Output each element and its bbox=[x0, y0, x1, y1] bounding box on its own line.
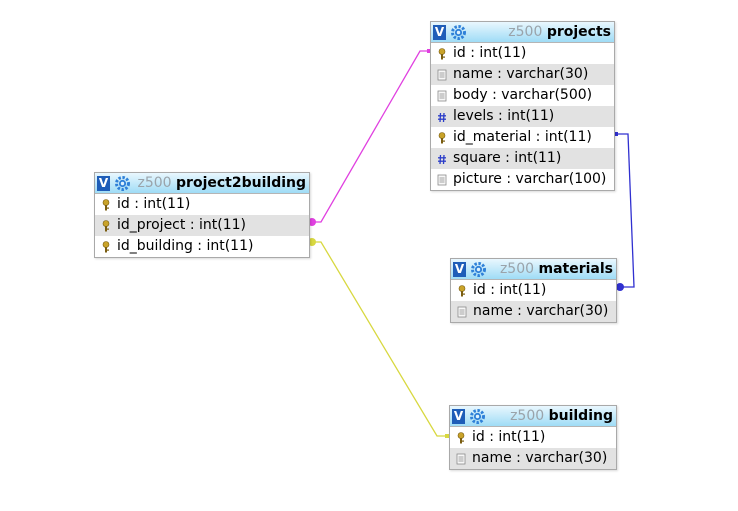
text-field-icon bbox=[437, 90, 447, 102]
relation-line-building bbox=[312, 241, 449, 437]
key-icon bbox=[101, 220, 111, 232]
field-row[interactable]: levels : int(11) bbox=[431, 106, 614, 127]
field-row[interactable]: id_project : int(11) bbox=[95, 215, 309, 236]
relation-endpoint bbox=[308, 218, 316, 226]
field-row[interactable]: name : varchar(30) bbox=[451, 301, 616, 322]
field-label: id_material : int(11) bbox=[453, 129, 592, 145]
field-row[interactable]: id_material : int(11) bbox=[431, 127, 614, 148]
key-icon bbox=[457, 285, 467, 297]
field-label: name : varchar(30) bbox=[472, 450, 608, 466]
gear-icon[interactable] bbox=[450, 24, 467, 41]
number-field-icon bbox=[437, 111, 447, 123]
relation-endpoint bbox=[614, 132, 618, 136]
table-name: building bbox=[548, 408, 613, 424]
text-field-icon bbox=[437, 174, 447, 186]
key-icon bbox=[437, 48, 447, 60]
table-name: materials bbox=[538, 261, 613, 277]
key-icon bbox=[456, 432, 466, 444]
field-label: id_project : int(11) bbox=[117, 217, 246, 233]
field-label: square : int(11) bbox=[453, 150, 562, 166]
key-icon bbox=[437, 132, 447, 144]
relation-line-material bbox=[614, 133, 635, 288]
table-header[interactable]: V z500 materials bbox=[451, 259, 616, 280]
relation-endpoint bbox=[445, 434, 449, 438]
text-field-icon bbox=[437, 69, 447, 81]
gear-icon[interactable] bbox=[114, 175, 131, 192]
toggle-columns-button[interactable]: V bbox=[452, 409, 465, 424]
field-row[interactable]: id : int(11) bbox=[431, 43, 614, 64]
field-label: id : int(11) bbox=[472, 429, 546, 445]
database-name: z500 bbox=[508, 24, 543, 40]
table-header[interactable]: V z500 building bbox=[450, 406, 616, 427]
table-name: project2building bbox=[176, 175, 306, 191]
field-row[interactable]: picture : varchar(100) bbox=[431, 169, 614, 190]
relation-line-project bbox=[312, 50, 431, 223]
number-field-icon bbox=[437, 153, 447, 165]
toggle-columns-button[interactable]: V bbox=[453, 262, 466, 277]
relation-endpoint bbox=[427, 49, 431, 53]
relation-endpoint bbox=[308, 238, 316, 246]
table-title: z500 materials bbox=[500, 260, 613, 278]
gear-icon[interactable] bbox=[470, 261, 487, 278]
field-label: name : varchar(30) bbox=[473, 303, 609, 319]
toggle-columns-button[interactable]: V bbox=[433, 25, 446, 40]
table-name: projects bbox=[546, 24, 611, 40]
table-title: z500 projects bbox=[508, 23, 611, 41]
field-row[interactable]: square : int(11) bbox=[431, 148, 614, 169]
field-label: body : varchar(500) bbox=[453, 87, 593, 103]
field-row[interactable]: id_building : int(11) bbox=[95, 236, 309, 257]
text-field-icon bbox=[457, 306, 467, 318]
table-project2building[interactable]: V z500 project2building id : int(11) id_… bbox=[94, 172, 310, 258]
field-label: picture : varchar(100) bbox=[453, 171, 607, 187]
key-icon bbox=[101, 241, 111, 253]
field-row[interactable]: name : varchar(30) bbox=[450, 448, 616, 469]
field-label: id : int(11) bbox=[453, 45, 527, 61]
database-name: z500 bbox=[499, 261, 535, 277]
field-label: id : int(11) bbox=[473, 282, 547, 298]
field-label: id_building : int(11) bbox=[117, 238, 254, 254]
table-header[interactable]: V z500 projects bbox=[431, 22, 614, 43]
database-name: z500 bbox=[137, 175, 172, 191]
key-icon bbox=[101, 199, 111, 211]
field-label: name : varchar(30) bbox=[453, 66, 589, 82]
table-title: z500 project2building bbox=[138, 174, 307, 192]
field-label: id : int(11) bbox=[117, 196, 191, 212]
gear-icon[interactable] bbox=[469, 408, 486, 425]
field-row[interactable]: body : varchar(500) bbox=[431, 85, 614, 106]
field-row[interactable]: id : int(11) bbox=[451, 280, 616, 301]
table-materials[interactable]: V z500 materials id : int(11) name : var… bbox=[450, 258, 617, 323]
table-building[interactable]: V z500 building id : int(11) name : varc… bbox=[449, 405, 617, 470]
field-row[interactable]: id : int(11) bbox=[95, 194, 309, 215]
table-header[interactable]: V z500 project2building bbox=[95, 173, 309, 194]
text-field-icon bbox=[456, 453, 466, 465]
table-projects[interactable]: V z500 projects id : int(11) name : varc… bbox=[430, 21, 615, 191]
toggle-columns-button[interactable]: V bbox=[97, 176, 110, 191]
field-label: levels : int(11) bbox=[453, 108, 555, 124]
field-row[interactable]: id : int(11) bbox=[450, 427, 616, 448]
relation-endpoint bbox=[616, 283, 624, 291]
database-name: z500 bbox=[510, 408, 545, 424]
field-row[interactable]: name : varchar(30) bbox=[431, 64, 614, 85]
table-title: z500 building bbox=[510, 407, 613, 425]
